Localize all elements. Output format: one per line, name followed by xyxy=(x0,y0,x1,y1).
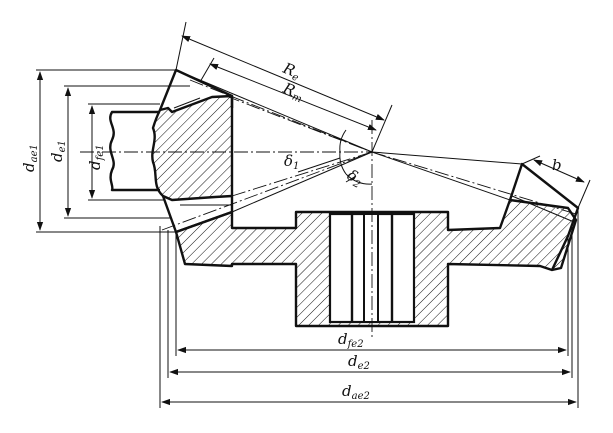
dimension-labels: Re Rm b δ1 δ2 dae1 de1 dfe1 dfe2 de2 dae… xyxy=(20,59,562,402)
pinion-hub-section xyxy=(151,94,234,202)
wheel-gear xyxy=(174,162,580,328)
pinion-shaft xyxy=(109,110,160,192)
label-dae2: dae2 xyxy=(342,382,370,402)
label-delta1: δ1 xyxy=(284,152,299,172)
label-dfe1: dfe1 xyxy=(86,144,106,170)
pinion-gear xyxy=(109,68,234,234)
label-rm: Rm xyxy=(279,79,307,106)
dimensions xyxy=(36,21,591,408)
label-b: b xyxy=(552,156,562,174)
label-dfe2: dfe2 xyxy=(338,330,364,350)
label-dae1: dae1 xyxy=(20,144,40,172)
b-dimension-line xyxy=(533,159,585,183)
label-de2: de2 xyxy=(348,352,370,372)
rm-dimension-line xyxy=(209,63,377,131)
label-de1: de1 xyxy=(48,140,68,162)
label-delta2: δ2 xyxy=(343,166,366,191)
